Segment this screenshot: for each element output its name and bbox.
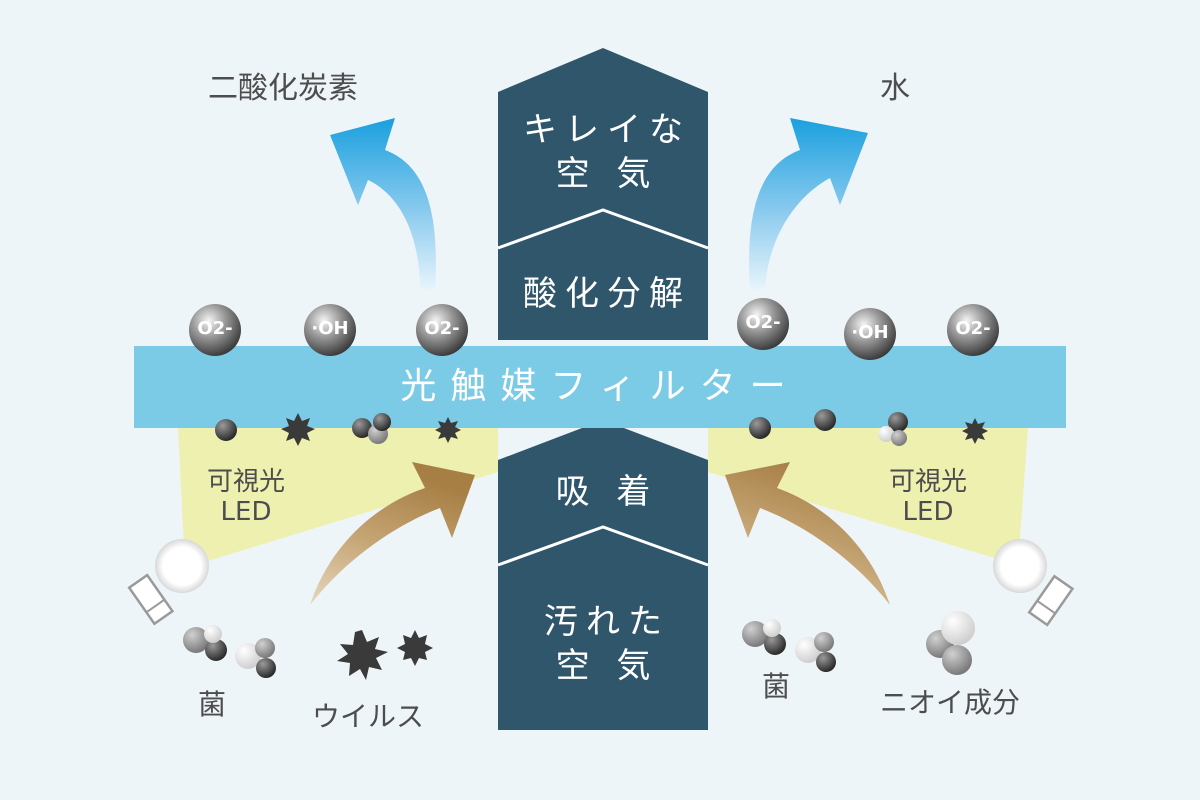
water-label: 水 xyxy=(880,71,910,106)
clean-air-line-2: 空 気 xyxy=(555,154,659,195)
led-label-left-line-2: LED xyxy=(220,496,272,527)
photocatalyst-filter xyxy=(134,346,1066,428)
arrow-blue-left xyxy=(330,118,436,290)
clean-air-label: キレイな 空 気 xyxy=(498,108,708,196)
molecule-label: O2- xyxy=(745,312,781,333)
molecule-label: O2- xyxy=(955,318,991,339)
molecule-oh xyxy=(844,308,896,360)
led-label-right-line-2: LED xyxy=(902,496,954,527)
led-label-left-line-1: 可視光 xyxy=(206,467,285,497)
molecule-label: O2- xyxy=(424,318,460,339)
virus-label: ウイルス xyxy=(312,700,425,733)
column-divider-top xyxy=(497,208,709,250)
carbon-dioxide-label: 二酸化炭素 xyxy=(208,71,358,106)
molecule-label: ·OH xyxy=(851,322,889,343)
led-lamp-right xyxy=(993,539,1075,627)
dirty-air-line-1: 汚れた xyxy=(544,602,670,642)
molecule-oh xyxy=(304,304,356,356)
molecule-label: ·OH xyxy=(311,318,349,339)
arrow-brown-left xyxy=(310,462,475,605)
filter-label: 光触媒フィルター xyxy=(400,366,800,407)
arrow-blue-right xyxy=(749,118,868,290)
arrow-brown-right xyxy=(725,462,890,605)
molecule-o2 xyxy=(737,298,789,350)
clean-air-line-1: キレイな xyxy=(523,110,691,150)
odor-particles xyxy=(926,611,975,675)
light-beam-right xyxy=(708,428,1028,565)
led-label-left: 可視光 LED xyxy=(196,467,296,528)
dirty-air-line-2: 空 気 xyxy=(555,646,659,687)
molecule-o2 xyxy=(189,304,241,356)
led-lamp-left xyxy=(127,539,209,626)
decomposition-label: 酸化分解 xyxy=(523,274,691,314)
odor-label: ニオイ成分 xyxy=(880,686,1021,719)
bacteria-label-left: 菌 xyxy=(198,688,227,721)
dirty-air-label: 汚れた 空 気 xyxy=(498,600,708,688)
column-bottom xyxy=(498,420,708,730)
adsorbed-particles xyxy=(215,409,988,446)
light-beam-left xyxy=(178,428,498,568)
virus-cluster xyxy=(337,630,433,680)
column-divider-bottom xyxy=(497,525,709,567)
led-label-right: 可視光 LED xyxy=(878,467,978,528)
molecule-label: O2- xyxy=(197,318,233,339)
molecule-o2 xyxy=(416,304,468,356)
bacteria-cluster-right xyxy=(742,619,836,672)
adsorption-label: 吸 着 xyxy=(555,472,659,512)
bacteria-cluster-left xyxy=(183,625,276,678)
column-top xyxy=(498,48,708,340)
led-label-right-line-1: 可視光 xyxy=(888,467,967,497)
molecule-o2 xyxy=(947,304,999,356)
bacteria-label-right: 菌 xyxy=(762,670,791,703)
